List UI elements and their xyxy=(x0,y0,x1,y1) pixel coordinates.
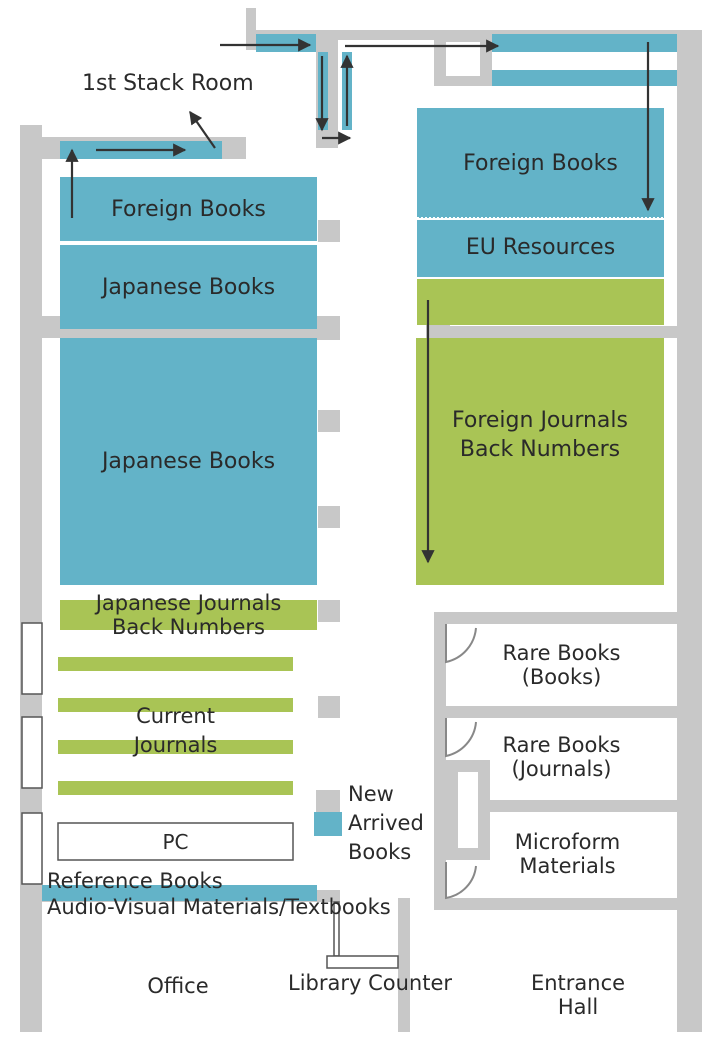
foreign-books-left-label: Foreign Books xyxy=(111,197,266,222)
office-label: Office xyxy=(147,974,209,998)
stack-room-label: 1st Stack Room xyxy=(82,71,254,96)
foreign-books-right-label: Foreign Books xyxy=(463,151,618,176)
japanese-books-upper-shelf xyxy=(60,245,317,329)
windows xyxy=(21,622,43,885)
pc-area xyxy=(57,822,294,861)
japanese-journals-shelf xyxy=(60,600,317,630)
current-journals-label: Current Journals xyxy=(133,704,218,757)
library-counter-desk xyxy=(326,901,399,969)
new-arrived-books-label: New Arrived Books xyxy=(348,782,424,864)
shelves xyxy=(42,34,677,901)
eu-resources-shelf xyxy=(417,220,664,277)
rare-books-journals-label: Rare Books (Journals) xyxy=(502,733,621,781)
japanese-journals-label: Japanese Journals Back Numbers xyxy=(95,591,282,639)
japanese-books-lower-label: Japanese Books xyxy=(101,449,276,474)
library-counter-label: Library Counter xyxy=(288,971,453,995)
walls xyxy=(20,8,702,1032)
foreign-books-left-shelf xyxy=(60,177,317,241)
foreign-books-right-shelf xyxy=(417,108,664,218)
reference-books-label: Reference Books xyxy=(47,869,223,893)
foreign-journals-shelf xyxy=(416,338,664,585)
japanese-books-upper-label: Japanese Books xyxy=(101,275,276,300)
rare-books-books-label: Rare Books (Books) xyxy=(502,641,621,689)
foreign-journals-label: Foreign Journals Back Numbers xyxy=(452,408,628,462)
entrance-hall-label: Entrance Hall xyxy=(530,971,626,1019)
eu-resources-label: EU Resources xyxy=(465,235,616,260)
route-arrows xyxy=(65,38,655,564)
microform-label: Microform Materials xyxy=(514,830,621,878)
japanese-books-lower-shelf xyxy=(60,338,317,585)
audio-visual-label: Audio-Visual Materials/Textbooks xyxy=(47,895,391,919)
doors xyxy=(445,624,477,900)
new-arrived-books-shelf xyxy=(314,812,342,836)
pc-label: PC xyxy=(162,830,189,854)
